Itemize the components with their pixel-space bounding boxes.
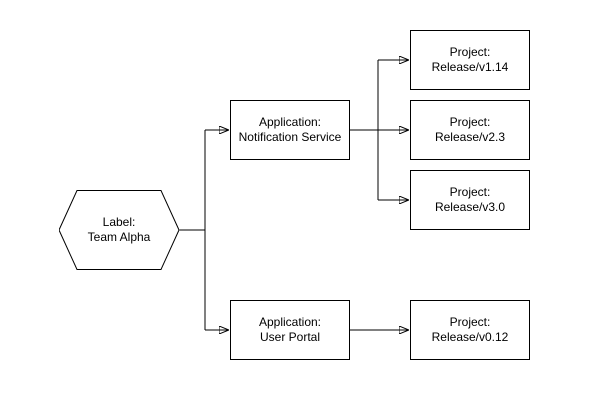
- node-label-line2: User Portal: [259, 330, 321, 344]
- node-label-line2: Release/v2.3: [434, 130, 506, 144]
- node-application-notification-service[interactable]: Application: Notification Service: [230, 100, 350, 160]
- node-project-release-v2-3[interactable]: Project: Release/v2.3: [410, 100, 530, 160]
- node-label-line1: Project:: [449, 315, 491, 329]
- node-label-line1: Application:: [258, 115, 322, 129]
- edge-notification-service-trunk: [350, 60, 379, 200]
- node-label-line1: Label:: [102, 215, 136, 229]
- node-label-line1: Project:: [449, 115, 491, 129]
- node-project-release-v1-14[interactable]: Project: Release/v1.14: [410, 30, 530, 90]
- node-label-line1: Project:: [449, 185, 491, 199]
- hexagon-shape: [59, 190, 179, 270]
- node-label-line2: Release/v1.14: [431, 60, 509, 74]
- node-label-line1: Project:: [449, 45, 491, 59]
- node-label-team-alpha[interactable]: Label: Team Alpha: [59, 190, 179, 270]
- node-label-line2: Team Alpha: [87, 230, 151, 244]
- node-application-user-portal[interactable]: Application: User Portal: [230, 300, 350, 360]
- edge-team-alpha-trunk: [179, 130, 206, 330]
- node-project-release-v3-0[interactable]: Project: Release/v3.0: [410, 170, 530, 230]
- node-label-line1: Application:: [258, 315, 322, 329]
- node-label-line2: Release/v3.0: [434, 200, 506, 214]
- node-label-line2: Release/v0.12: [431, 330, 509, 344]
- node-label-line2: Notification Service: [238, 130, 342, 144]
- node-project-release-v0-12[interactable]: Project: Release/v0.12: [410, 300, 530, 360]
